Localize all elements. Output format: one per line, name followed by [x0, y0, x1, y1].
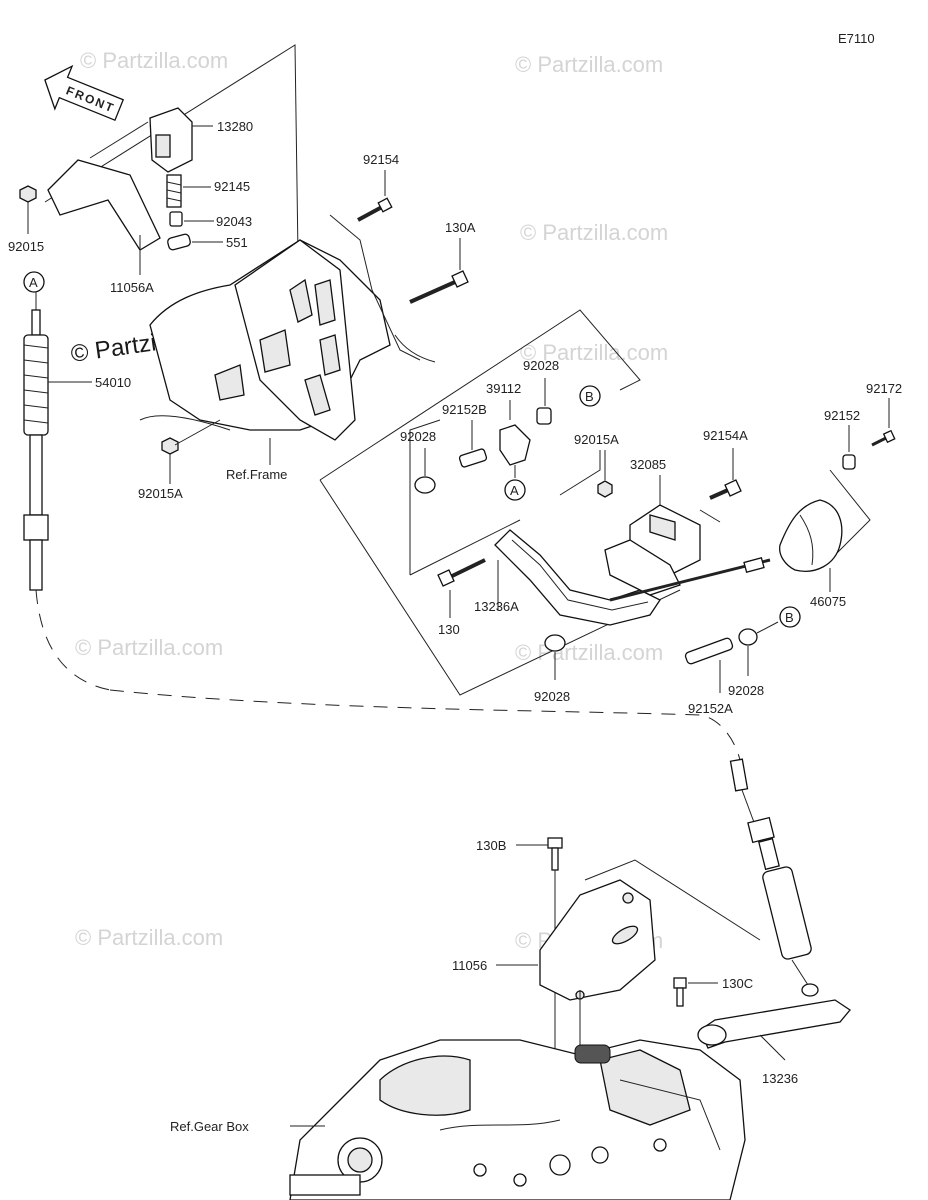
bolt-92154 — [357, 170, 393, 222]
part-label: 130 — [438, 622, 460, 637]
part-label: 92028 — [534, 689, 570, 704]
part-label: 13236A — [474, 599, 519, 614]
callout-letter: A — [510, 483, 519, 498]
part-label: 92172 — [866, 381, 902, 396]
knob-46075 — [779, 499, 843, 592]
part-label: 130C — [722, 976, 753, 991]
nut-92015A-2 — [597, 450, 613, 498]
part-label: 92015A — [138, 486, 183, 501]
callout-B-2: B — [779, 606, 801, 628]
shift-rod — [609, 557, 771, 602]
watermark: © Partzilla.com — [520, 220, 668, 245]
bolt-130A — [409, 238, 469, 304]
bracket-11056 — [496, 859, 761, 1080]
part-label: 39112 — [486, 381, 521, 396]
part-label: 92028 — [400, 429, 436, 444]
cover-11056A — [47, 159, 161, 275]
watermark: © Partzilla.com — [75, 635, 223, 660]
part-label: 92154A — [703, 428, 748, 443]
lever-13236 — [697, 999, 851, 1061]
bolt-130B — [516, 837, 563, 1080]
diagram-id: E7110 — [838, 31, 875, 46]
callout-letter: A — [29, 275, 38, 290]
joint-39112 — [499, 400, 531, 478]
cable-path — [109, 689, 741, 761]
nut-92015A — [161, 419, 221, 484]
part-label: 92152B — [442, 402, 487, 417]
part-label: 11056A — [110, 280, 154, 295]
watermark: © Partzilla.com — [520, 340, 668, 365]
callout-letter: B — [785, 610, 794, 625]
part-label: 92043 — [216, 214, 252, 229]
part-label: 92015A — [574, 432, 619, 447]
part-label: Ref.Frame — [226, 467, 287, 482]
bolt-92154A — [709, 448, 742, 500]
part-label: Ref.Gear Box — [170, 1119, 249, 1134]
part-label: 92028 — [523, 358, 559, 373]
part-label: 46075 — [810, 594, 846, 609]
screw-92172 — [871, 398, 896, 447]
part-label: 92145 — [214, 179, 250, 194]
collar-92028-bottom — [544, 634, 566, 680]
bolt-130 — [437, 558, 486, 618]
part-label: 32085 — [630, 457, 666, 472]
watermark: © Partzilla.com — [515, 52, 663, 77]
cable-lower — [729, 758, 819, 997]
part-label: 551 — [226, 235, 248, 250]
part-label: 92028 — [728, 683, 764, 698]
guide-32085 — [604, 475, 721, 596]
part-label: 11056 — [452, 958, 487, 973]
frame-bracket — [139, 214, 436, 465]
collar-92028-left — [414, 448, 436, 494]
part-label: 13280 — [217, 119, 253, 134]
watermark: © Partzilla.com — [80, 48, 228, 73]
gear-box — [289, 1039, 746, 1200]
nut-92015 — [19, 185, 37, 234]
pin-92043 — [169, 211, 214, 227]
callout-A: A — [23, 271, 45, 293]
part-label: 92015 — [8, 239, 44, 254]
part-label: 92152 — [824, 408, 860, 423]
callout-letter: B — [585, 389, 594, 404]
cap-551 — [167, 233, 223, 251]
part-label: 54010 — [95, 375, 131, 390]
collar-92028-right — [738, 621, 779, 676]
callout-A-2: A — [504, 479, 526, 501]
part-label: 130A — [445, 220, 476, 235]
collar-92152B — [458, 420, 488, 468]
collar-92152 — [842, 425, 856, 470]
part-label: 92154 — [363, 152, 399, 167]
bolt-130C — [673, 977, 718, 1007]
part-label: 13236 — [762, 1071, 798, 1086]
watermark: © Partzilla.com — [75, 925, 223, 950]
part-label: 130B — [476, 838, 506, 853]
collar-92028 — [536, 378, 552, 425]
spring-92145 — [166, 174, 211, 208]
part-labels: 13280 92145 92043 551 92015 11056A 92154… — [8, 119, 902, 1134]
shift-assembly-outline — [319, 309, 871, 696]
part-label: 92152A — [688, 701, 733, 716]
collar-92152A — [684, 637, 734, 693]
watermark: © Partzilla.com — [515, 640, 663, 665]
bracket-13280 — [149, 107, 213, 173]
assembly-outline — [44, 44, 299, 256]
callout-B: B — [579, 385, 601, 407]
cable-54010 — [23, 292, 111, 691]
